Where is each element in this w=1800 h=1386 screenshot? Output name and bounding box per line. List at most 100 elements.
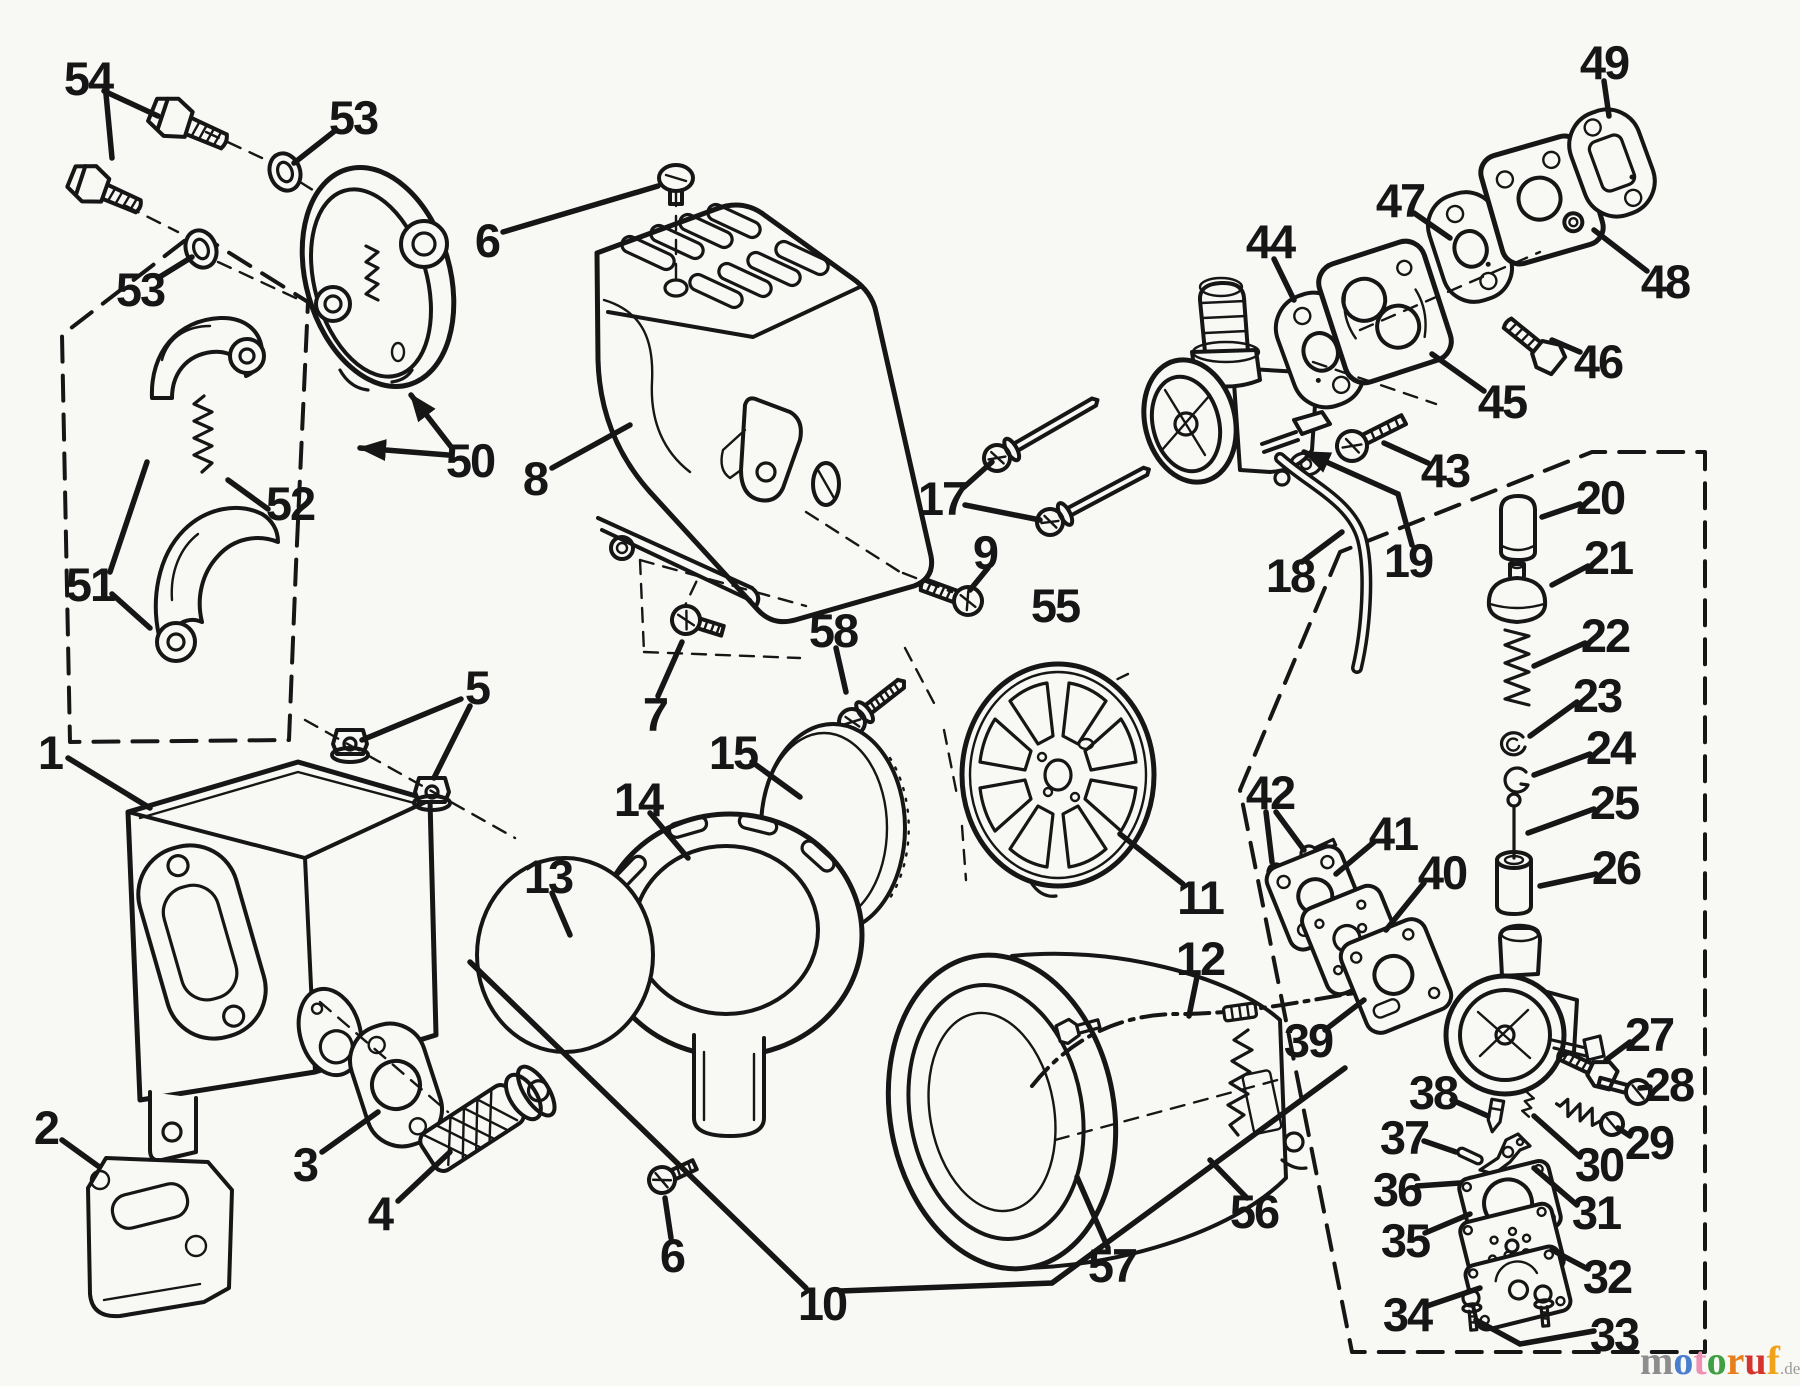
part-number-4: 4 [368, 1187, 394, 1240]
part-number-33: 33 [1590, 1308, 1639, 1361]
leader-line-42 [1263, 809, 1275, 865]
leader-line-43 [1381, 440, 1431, 466]
leader-line-12 [1186, 974, 1200, 1019]
shroud-louvers [620, 202, 830, 310]
part-number-46: 46 [1574, 335, 1623, 388]
part-number-6: 6 [660, 1229, 685, 1282]
clutch-washer-upper [267, 151, 303, 193]
leader-line-42 [1273, 809, 1307, 853]
spark-arrester-screen [418, 1064, 557, 1173]
part-number-26: 26 [1592, 841, 1641, 894]
watermark-text: motoruf.de [1640, 1338, 1800, 1383]
leader-line-26 [1537, 871, 1599, 889]
leader-line-3 [319, 1109, 381, 1155]
leader-line-44 [1271, 256, 1297, 303]
part-number-5: 5 [465, 661, 490, 714]
part-number-47: 47 [1376, 174, 1425, 227]
part-number-36: 36 [1373, 1163, 1422, 1216]
carburetor-assembly [1141, 276, 1332, 487]
valve-21 [1486, 558, 1548, 624]
part-number-24: 24 [1586, 721, 1636, 774]
part-number-23: 23 [1573, 669, 1622, 722]
part-number-41: 41 [1369, 807, 1418, 860]
part-number-50: 50 [446, 434, 495, 487]
leader-line-17 [962, 502, 1043, 523]
leader-line-34 [1424, 1285, 1483, 1309]
leader-line-17 [960, 459, 995, 491]
clutch-bolt-upper [146, 96, 229, 151]
kit-carb-body [1443, 923, 1606, 1097]
exhaust-gasket-49 [1567, 107, 1657, 219]
air-box-57 [885, 951, 1308, 1272]
pump-gasket-39 [1338, 917, 1454, 1035]
part-number-15: 15 [709, 726, 758, 779]
leader-line-10 [467, 959, 809, 1291]
part-number-25: 25 [1590, 776, 1639, 829]
part-number-53: 53 [116, 263, 165, 316]
leader-line-5 [431, 703, 473, 781]
clutch-bolt-lower [65, 164, 143, 215]
part-number-40: 40 [1418, 846, 1467, 899]
clutch-spring [192, 394, 214, 474]
part-number-29: 29 [1625, 1116, 1674, 1169]
leader-line-23 [1527, 699, 1580, 739]
leader-line-52 [225, 477, 271, 512]
leader-line-53 [155, 254, 195, 281]
carb-bolt-43 [1335, 413, 1409, 463]
part-number-3: 3 [293, 1138, 318, 1191]
part-number-27: 27 [1625, 1008, 1674, 1061]
part-number-58: 58 [809, 604, 858, 657]
bolt-axis-dashes [124, 130, 334, 302]
cylinder-shroud [594, 190, 954, 660]
leader-line-29 [1615, 1125, 1633, 1139]
leader-line-20 [1539, 501, 1583, 520]
leader-line-2 [59, 1137, 101, 1169]
part-number-49: 49 [1580, 36, 1629, 89]
part-number-17: 17 [918, 472, 967, 525]
leader-line-5 [359, 696, 464, 743]
part-number-30: 30 [1575, 1138, 1624, 1191]
part-number-53: 53 [329, 91, 378, 144]
clutch-washer-lower [183, 228, 219, 270]
watermark: motoruf.de [1640, 1338, 1800, 1383]
leader-line-53 [291, 127, 339, 166]
part-number-14: 14 [614, 773, 664, 826]
leader-line-56 [1207, 1157, 1250, 1201]
leader-line-35 [1422, 1211, 1473, 1236]
part-number-6: 6 [475, 214, 500, 267]
leader-line-27 [1603, 1039, 1633, 1063]
leader-line-21 [1549, 563, 1591, 588]
part-number-11: 11 [1177, 871, 1224, 924]
washer-23 [1499, 731, 1527, 757]
leader-line-38 [1449, 1097, 1491, 1119]
leader-line-40 [1383, 880, 1427, 933]
leader-line-30 [1531, 1113, 1583, 1160]
cover-screws-33 [1461, 1284, 1555, 1332]
part-number-52: 52 [266, 477, 315, 530]
part-number-20: 20 [1576, 471, 1625, 524]
leader-line-15 [749, 759, 803, 800]
lever-pin-37 [1456, 1146, 1484, 1166]
leader-line-58 [833, 645, 849, 695]
shroud-bolt-9 [918, 576, 984, 617]
leader-line-51 [107, 459, 150, 575]
leader-line-39 [1322, 997, 1367, 1033]
leader-line-49 [1601, 78, 1612, 119]
leader-line-50 [408, 392, 455, 451]
carb-bolt-27 [1556, 1048, 1620, 1092]
leader-lines-layer [59, 78, 1653, 1347]
part-number-56: 56 [1230, 1185, 1279, 1238]
leader-line-19 [1301, 449, 1415, 548]
leader-line-6 [662, 1195, 674, 1241]
part-number-2: 2 [34, 1101, 59, 1154]
leader-line-54 [101, 88, 161, 119]
leader-line-9 [967, 565, 991, 593]
leader-line-37 [1421, 1138, 1459, 1155]
leader-line-54 [103, 91, 115, 161]
part-number-44: 44 [1246, 215, 1296, 268]
part-number-38: 38 [1409, 1066, 1458, 1119]
shroud-screw [657, 163, 695, 206]
fuel-line-18 [1274, 452, 1373, 674]
